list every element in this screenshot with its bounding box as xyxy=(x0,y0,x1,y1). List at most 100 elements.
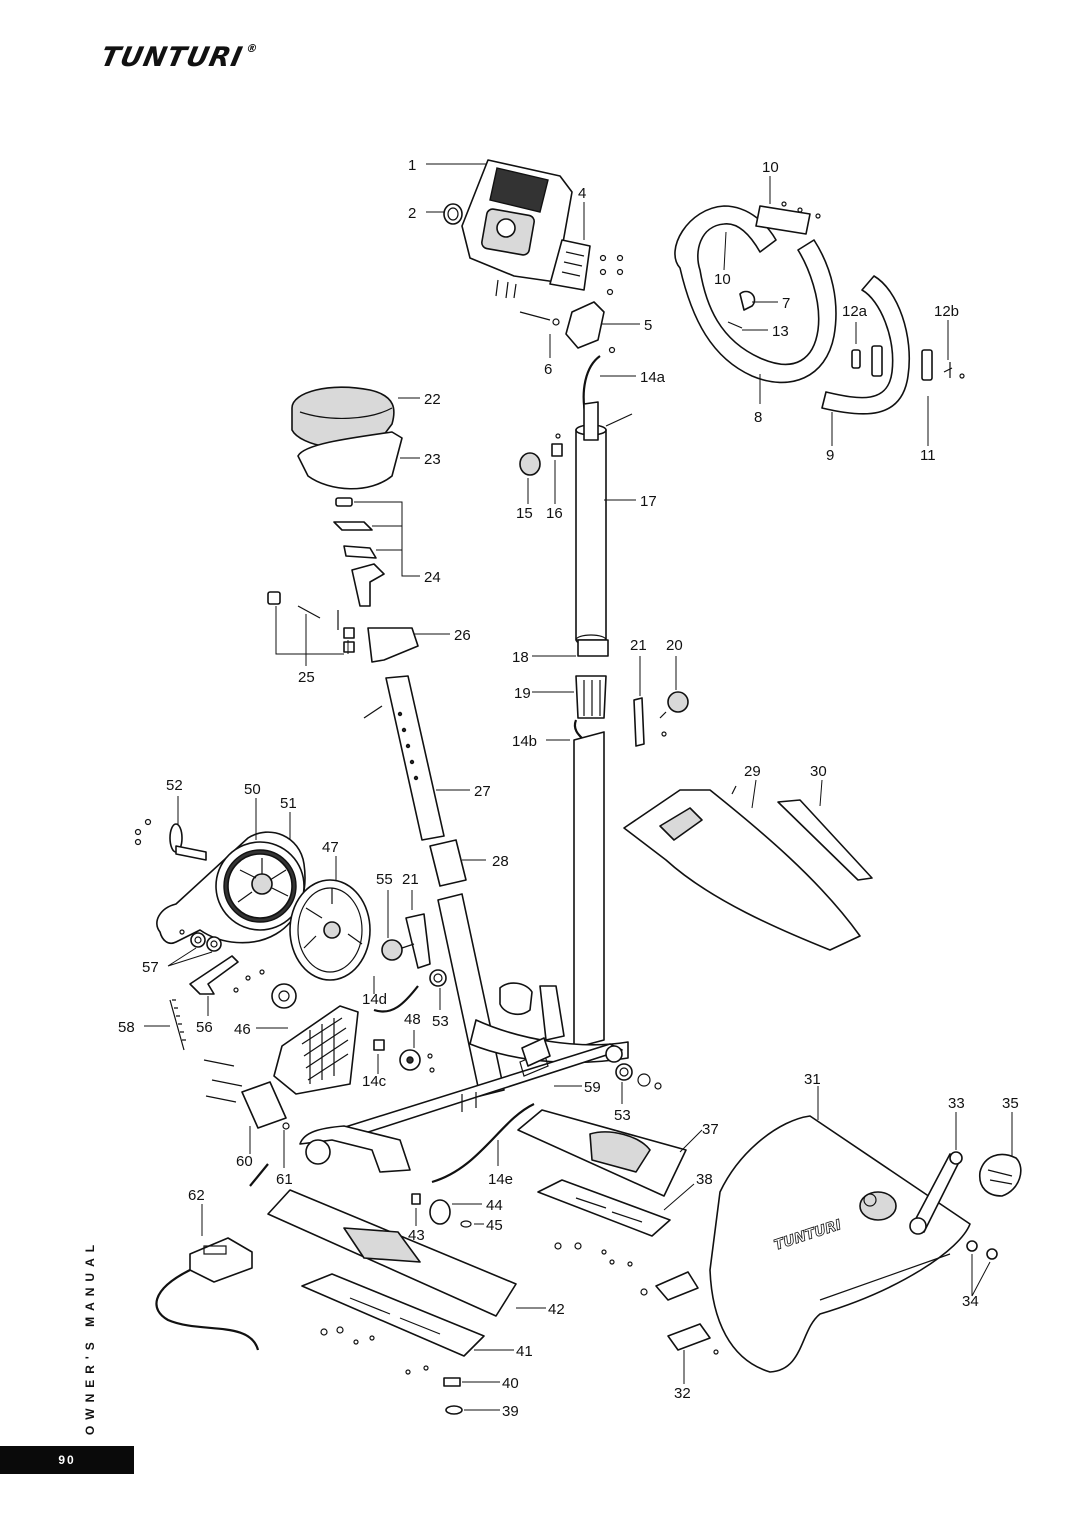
part-39-leveler xyxy=(445,1405,500,1415)
callout-59: 59 xyxy=(584,1079,601,1096)
callout-11: 11 xyxy=(920,447,936,464)
callout-48: 48 xyxy=(404,1011,421,1028)
part-8-handlebar xyxy=(674,205,837,404)
part-50-pulley xyxy=(215,798,305,931)
callout-62: 62 xyxy=(188,1187,205,1204)
callout-17: 17 xyxy=(640,493,657,510)
part-46-brake-plate xyxy=(256,1005,359,1095)
callout-12b: 12b xyxy=(934,303,959,320)
callout-20: 20 xyxy=(666,637,683,654)
part-41-rear-plate xyxy=(301,1273,514,1375)
callout-50: 50 xyxy=(244,781,261,798)
callout-21-upper: 21 xyxy=(630,637,647,654)
part-47-flywheel xyxy=(289,856,371,981)
part-12a-grip-sensor xyxy=(851,322,883,377)
part-30-cover-strip xyxy=(777,779,873,881)
part-2-knob xyxy=(426,203,463,225)
callout-21-lower: 21 xyxy=(402,871,419,888)
part-27-seat-post xyxy=(363,675,470,841)
callout-14e: 14e xyxy=(488,1171,513,1188)
callout-45: 45 xyxy=(486,1217,503,1234)
callout-31: 31 xyxy=(804,1071,821,1088)
page-number: 90 xyxy=(58,1453,76,1467)
callout-56: 56 xyxy=(196,1019,213,1036)
callout-8: 8 xyxy=(754,409,762,426)
callout-47: 47 xyxy=(322,839,339,856)
callout-25: 25 xyxy=(298,669,315,686)
callout-18: 18 xyxy=(512,649,529,666)
callout-10-top: 10 xyxy=(762,159,779,176)
part-23-seat-base xyxy=(297,431,420,490)
callout-37: 37 xyxy=(702,1121,719,1138)
callout-41: 41 xyxy=(516,1343,533,1360)
part-60-motor xyxy=(203,1059,287,1154)
callout-16: 16 xyxy=(546,505,563,522)
page-number-box: 90 xyxy=(0,1446,134,1474)
callout-2: 2 xyxy=(408,205,416,222)
callout-12a: 12a xyxy=(842,303,868,320)
part-61-screws xyxy=(282,1122,290,1168)
callout-10: 10 xyxy=(714,271,731,288)
callout-5: 5 xyxy=(644,317,652,334)
part-14d-cable xyxy=(373,976,419,1013)
callout-7: 7 xyxy=(782,295,790,312)
callout-32: 32 xyxy=(674,1385,691,1402)
callout-61: 61 xyxy=(276,1171,293,1188)
part-10-top-cover xyxy=(755,176,821,235)
part-59-bracket xyxy=(521,1037,551,1067)
part-flywheel-hub xyxy=(233,969,297,1009)
callout-4: 4 xyxy=(578,185,586,202)
part-20-knob xyxy=(659,656,689,737)
part-57-bearings xyxy=(167,929,222,967)
owners-manual-label: OWNER'S MANUAL xyxy=(83,1238,97,1436)
callout-52: 52 xyxy=(166,777,183,794)
part-1-console xyxy=(426,159,573,299)
callout-6: 6 xyxy=(544,361,552,378)
callout-29: 29 xyxy=(744,763,761,780)
callout-33: 33 xyxy=(948,1095,965,1112)
part-14e-cable xyxy=(431,1103,535,1184)
callout-55: 55 xyxy=(376,871,393,888)
callout-39: 39 xyxy=(502,1403,519,1420)
callout-43: 43 xyxy=(408,1227,425,1244)
part-32-cover-plug xyxy=(655,1271,719,1384)
part-43-foot xyxy=(411,1193,421,1226)
part-12b-grip-sensor xyxy=(921,320,965,381)
part-34-crank-caps xyxy=(966,1240,998,1297)
callout-60: 60 xyxy=(236,1153,253,1170)
part-17-mast xyxy=(575,401,636,646)
callout-53-upper: 53 xyxy=(432,1013,449,1030)
callout-22: 22 xyxy=(424,391,441,408)
part-13-sensor xyxy=(727,321,768,331)
callout-57: 57 xyxy=(142,959,159,976)
part-38-front-plate xyxy=(537,1179,695,1296)
callout-27: 27 xyxy=(474,783,491,800)
part-31-side-cover: TUNTURI xyxy=(709,1086,971,1373)
part-16-bushing xyxy=(551,433,563,504)
part-56-tension-arm xyxy=(189,955,239,1016)
part-14b-cable xyxy=(546,719,585,741)
callout-51: 51 xyxy=(280,795,297,812)
callout-46: 46 xyxy=(234,1021,251,1038)
part-62-power-adapter xyxy=(155,1163,269,1351)
part-53-bushing-lower xyxy=(615,1063,662,1104)
part-33-crank xyxy=(909,1112,963,1235)
callout-14a: 14a xyxy=(640,369,666,386)
part-29-front-cover xyxy=(623,779,861,951)
callout-14b: 14b xyxy=(512,733,537,750)
callout-13: 13 xyxy=(772,323,789,340)
part-22-seat xyxy=(291,386,420,449)
part-53-bushing-upper xyxy=(429,969,447,1010)
part-24-seat-slider xyxy=(333,497,420,607)
part-48-hub xyxy=(399,1030,435,1073)
callout-58: 58 xyxy=(118,1019,135,1036)
part-35-pedal xyxy=(978,1112,1022,1197)
part-15-knob xyxy=(519,452,541,504)
part-9-side-grip xyxy=(821,275,910,446)
callout-40: 40 xyxy=(502,1375,519,1392)
callout-30: 30 xyxy=(810,763,827,780)
callout-19: 19 xyxy=(514,685,531,702)
part-44-wheel xyxy=(429,1199,482,1225)
part-19-insert xyxy=(532,675,607,719)
